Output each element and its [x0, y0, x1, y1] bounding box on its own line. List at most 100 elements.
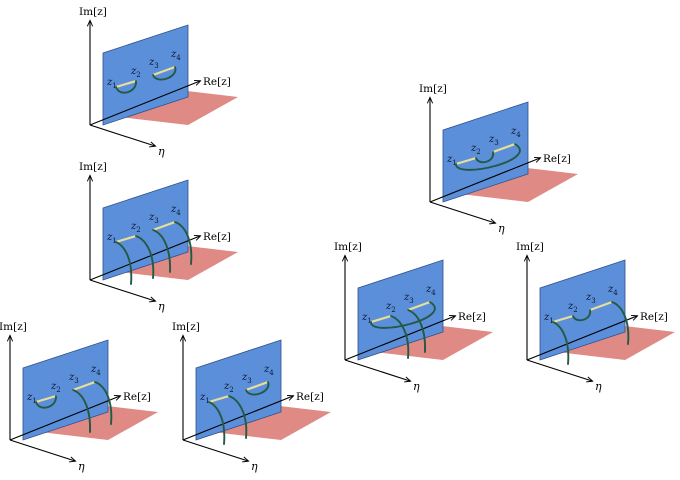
imaginary-plane [442, 101, 529, 203]
point-label-z4: z4 [510, 126, 521, 139]
point-label-z3: z3 [148, 212, 159, 225]
point-label-subscript: 2 [476, 148, 480, 156]
imaginary-plane [357, 259, 444, 361]
point-label-z1: z1 [106, 77, 117, 90]
re-axis-line [526, 316, 637, 361]
branch-cut-z3-z4 [151, 220, 177, 232]
re-axis-label: Re[z] [640, 311, 668, 323]
point-label-subscript: 3 [494, 139, 498, 147]
point-label-z1: z1 [361, 312, 372, 325]
panel-7: Im[z] Re[z] η z1 z2 z3 z4 [516, 241, 675, 393]
eta-axis-label: η [158, 145, 165, 158]
eta-axis-line [89, 279, 155, 301]
eta-axis-label: η [413, 380, 420, 393]
im-axis-label: Im[z] [334, 241, 362, 253]
imaginary-plane [102, 179, 189, 281]
contour-z1 [208, 401, 226, 445]
im-axis-label: Im[z] [79, 161, 107, 173]
point-label-subscript: 1 [112, 82, 116, 90]
imaginary-plane [195, 339, 282, 441]
re-axis-label: Re[z] [543, 153, 571, 165]
point-label-z4: z4 [170, 49, 181, 62]
point-label-z3: z3 [241, 372, 252, 385]
imaginary-plane [102, 24, 189, 126]
contour-loop-z2-z3 [572, 309, 591, 322]
point-label-subscript: 3 [74, 377, 78, 385]
point-label-subscript: 4 [96, 369, 101, 377]
branch-cut-z1-z2 [369, 314, 393, 324]
contour-z1 [115, 241, 133, 285]
point-label-subscript: 2 [56, 386, 60, 394]
point-label-subscript: 2 [573, 306, 577, 314]
point-label-subscript: 1 [452, 159, 456, 167]
im-axis-label: Im[z] [0, 321, 27, 333]
point-label-subscript: 1 [549, 317, 553, 325]
contour-z2 [390, 315, 410, 359]
eta-axis-line [9, 439, 75, 461]
branch-cut-z3-z4 [491, 142, 517, 154]
contour-z2 [135, 235, 155, 279]
point-label-subscript: 3 [247, 377, 251, 385]
im-axis-label: Im[z] [419, 83, 447, 95]
branch-cut-z3-z4 [244, 380, 270, 392]
contour-z4 [611, 301, 630, 345]
point-label-z2: z2 [50, 381, 61, 394]
eta-axis-line [429, 201, 495, 223]
re-axis-line [429, 158, 540, 203]
re-axis-label: Re[z] [458, 311, 486, 323]
re-axis-line [9, 396, 120, 441]
branch-cut-z1-z2 [454, 156, 478, 166]
branch-cut-z3-z4 [588, 300, 614, 312]
point-label-z4: z4 [263, 364, 274, 377]
im-axis-label: Im[z] [79, 6, 107, 18]
point-label-z1: z1 [543, 312, 554, 325]
branch-cut-z3-z4 [71, 380, 97, 392]
contour-z1 [552, 321, 570, 365]
point-label-subscript: 1 [112, 237, 116, 245]
contour-z2 [228, 395, 248, 439]
point-label-subscript: 1 [367, 317, 371, 325]
contour-loop-z2-z3 [475, 151, 494, 164]
point-label-z3: z3 [403, 292, 414, 305]
point-label-z2: z2 [130, 221, 141, 234]
re-axis-line [182, 396, 293, 441]
eta-axis-line [182, 439, 248, 461]
point-label-z4: z4 [607, 284, 618, 297]
point-label-subscript: 2 [136, 71, 140, 79]
contour-z3 [72, 389, 91, 433]
imaginary-plane [22, 339, 109, 441]
re-axis-label: Re[z] [123, 391, 151, 403]
contour-loop-z1-z2 [115, 80, 137, 94]
point-label-subscript: 2 [391, 306, 395, 314]
eta-axis-label: η [251, 460, 258, 473]
point-label-subscript: 2 [136, 226, 140, 234]
point-label-subscript: 1 [32, 397, 36, 405]
eta-axis-line [526, 359, 592, 381]
point-label-subscript: 3 [154, 62, 158, 70]
point-label-subscript: 2 [229, 386, 233, 394]
point-label-z3: z3 [68, 372, 79, 385]
contour-z3 [407, 309, 426, 353]
im-axis-label: Im[z] [516, 241, 544, 253]
point-label-z3: z3 [585, 292, 596, 305]
branch-cut-z1-z2 [34, 394, 58, 404]
contour-z4 [94, 381, 113, 425]
eta-axis-label: η [595, 380, 602, 393]
point-label-subscript: 4 [613, 289, 618, 297]
im-axis-label: Im[z] [172, 321, 200, 333]
eta-axis-line [89, 124, 155, 146]
re-axis-line [89, 236, 200, 281]
point-label-z2: z2 [223, 381, 234, 394]
branch-cut-z3-z4 [151, 65, 177, 77]
point-label-z2: z2 [567, 301, 578, 314]
point-label-z1: z1 [446, 154, 457, 167]
branch-cut-z1-z2 [551, 314, 575, 324]
point-label-z1: z1 [199, 392, 210, 405]
